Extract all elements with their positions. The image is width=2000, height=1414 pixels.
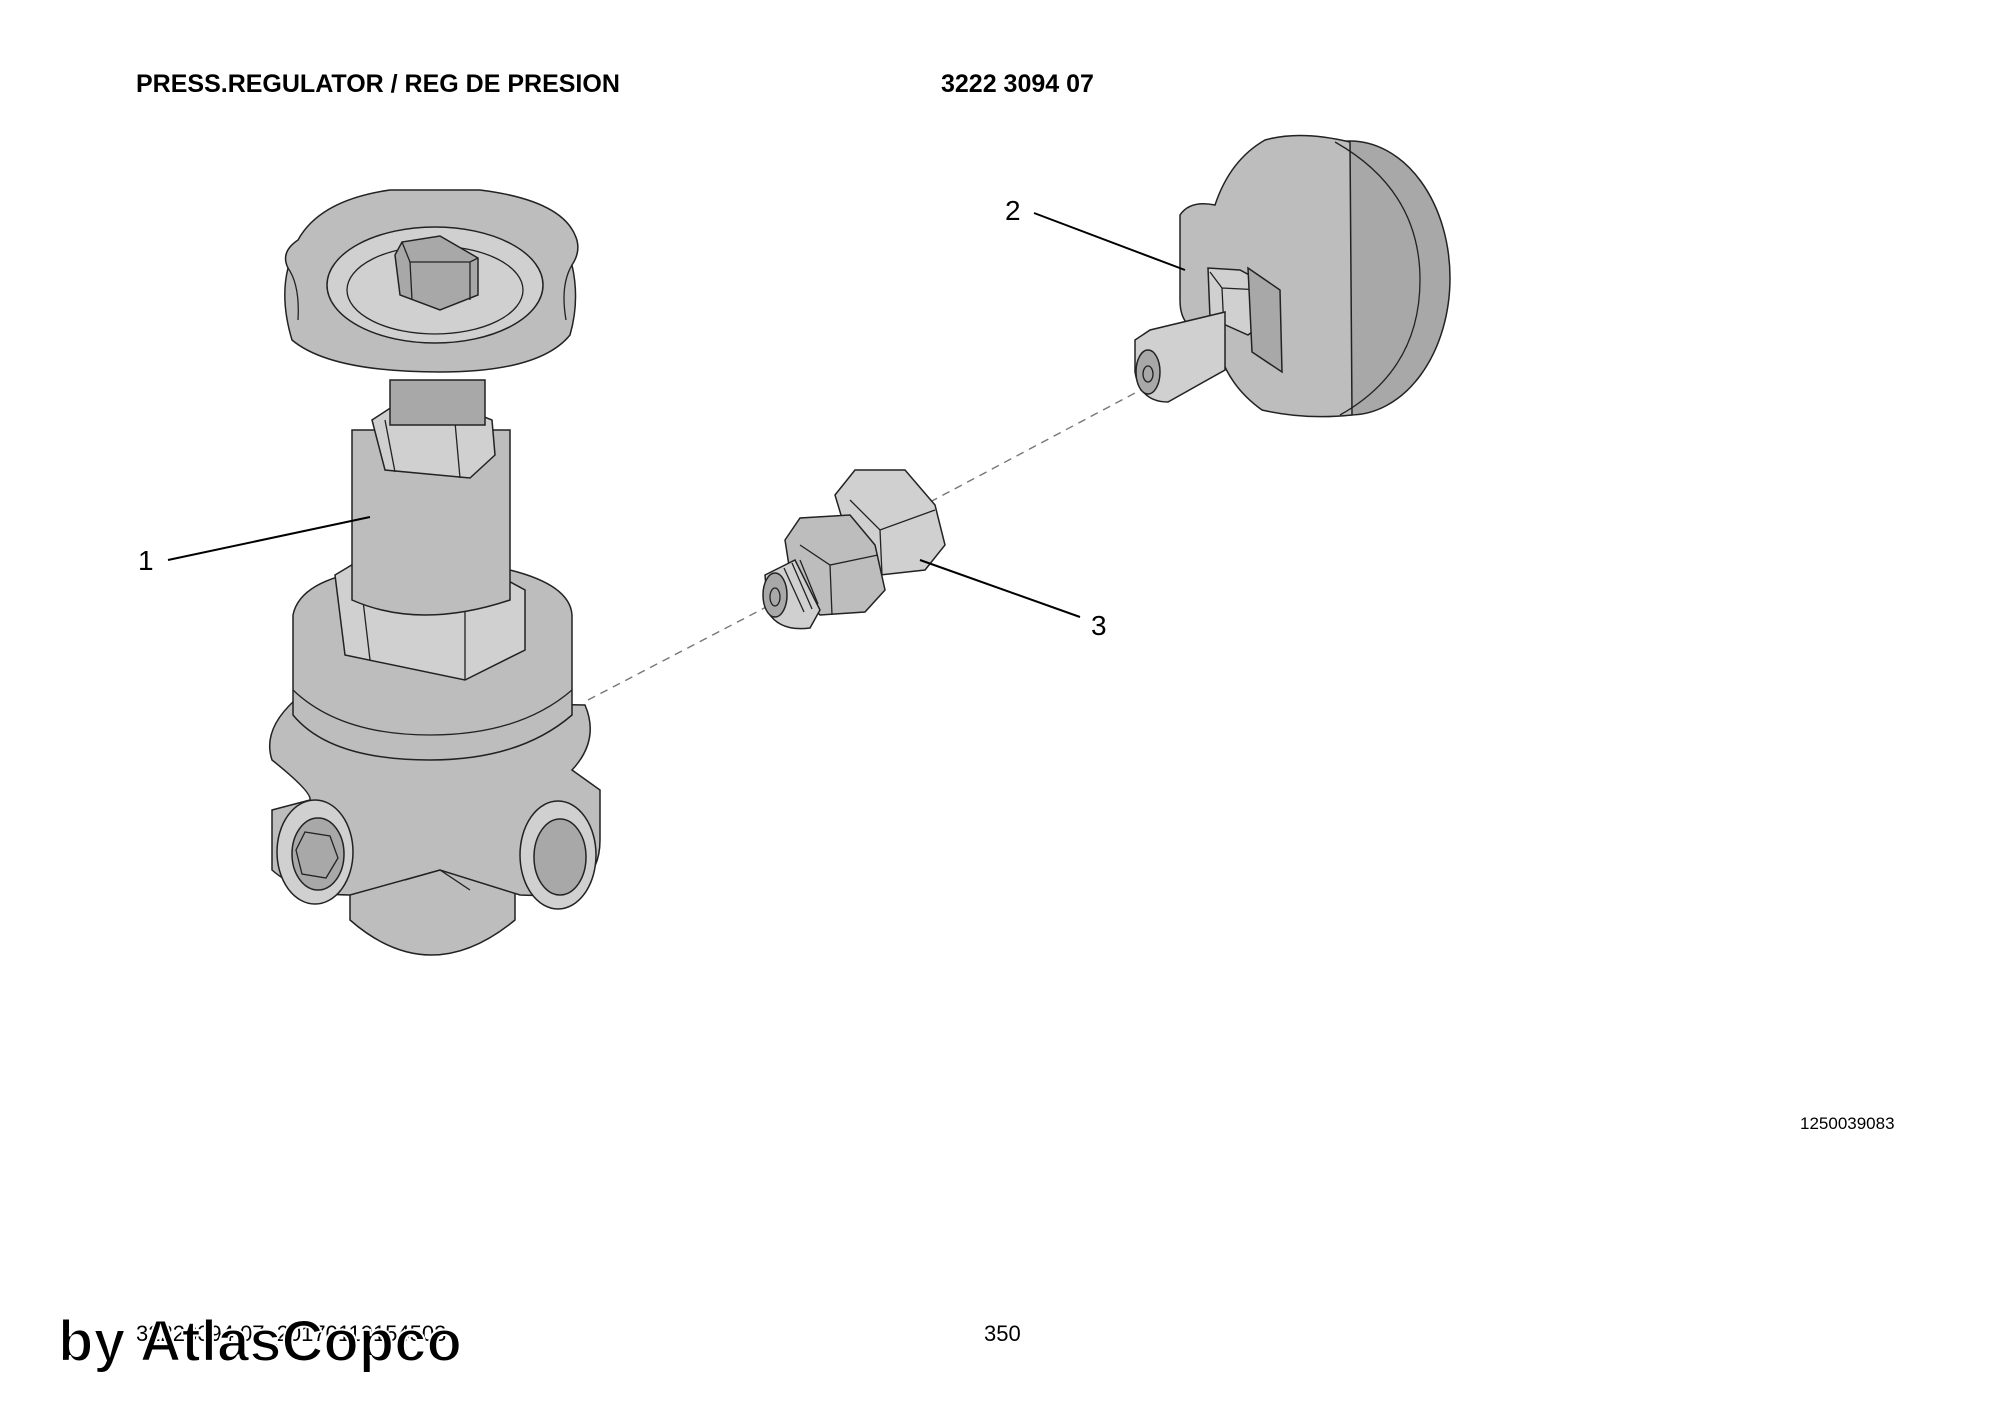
assembly-axis-line-upper [929,384,1151,503]
pressure-regulator-part [268,189,601,956]
assembly-axis-line [587,591,796,701]
leader-line-2 [1033,212,1186,271]
leader-line-1 [167,516,371,561]
callout-3: 3 [1091,610,1107,641]
callout-1: 1 [138,545,154,576]
drawing-id: 1250039083 [1800,1114,1895,1133]
callout-2: 2 [1005,195,1021,226]
pressure-gauge-part [1134,134,1451,418]
page-number: 350 [984,1321,1021,1346]
page-title: PRESS.REGULATOR / REG DE PRESION [136,70,620,98]
leader-line-3 [919,559,1081,618]
watermark: by AtlasCopco [57,1308,463,1375]
footer-reference: 32223094 07_20170119154503 [136,1321,447,1346]
part-number: 3222 3094 07 [941,70,1094,98]
adapter-fitting-part [762,469,946,630]
